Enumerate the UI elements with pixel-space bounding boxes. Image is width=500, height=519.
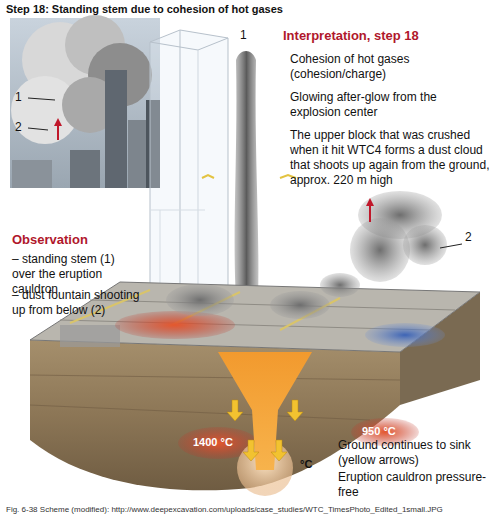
callout-number: 2 — [15, 120, 29, 135]
figure-title: Step 18: Standing stem due to cohesion o… — [6, 3, 283, 17]
temperature-label: 950 °C — [362, 425, 422, 439]
ground-note: Ground continues to sink (yellow arrows) — [338, 438, 496, 468]
section-heading: Interpretation, step 18 — [283, 28, 495, 44]
callout-number: 1 — [15, 90, 29, 105]
temperature-label: °C — [300, 458, 324, 472]
section-heading: Observation — [12, 232, 142, 248]
callout-number: 1 — [240, 28, 254, 43]
callout-number: 2 — [465, 230, 479, 245]
temperature-label: 1400 °C — [193, 436, 253, 450]
cauldron-note: Eruption cauldron pressure-free — [338, 470, 496, 500]
observation-note: – dust fountain shooting up from below (… — [12, 288, 140, 318]
figure-caption: Fig. 6-38 Scheme (modified): http://www.… — [6, 505, 443, 515]
interpretation-note: Glowing after-glow from the explosion ce… — [290, 90, 490, 120]
interpretation-note: Cohesion of hot gases (cohesion/charge) — [290, 52, 490, 82]
interpretation-note: The upper block that was crushed when it… — [290, 128, 495, 188]
